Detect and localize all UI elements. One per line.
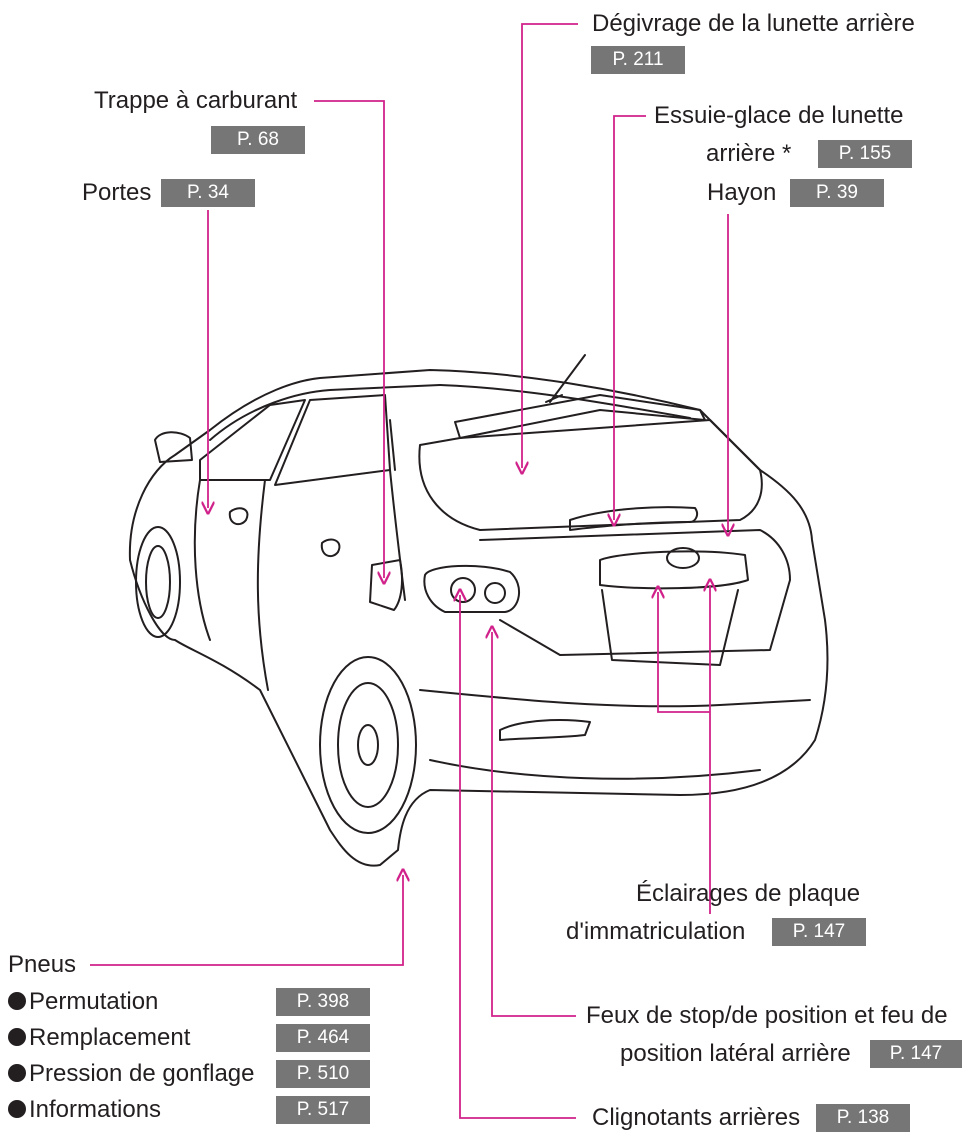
tires-item-page[interactable]: P. 464 <box>276 1024 370 1052</box>
leader-tires <box>90 875 403 966</box>
plate-lights-label-1: Éclairages de plaque <box>636 880 861 907</box>
leader-stop-tail-lights <box>492 632 576 1017</box>
rear-defogger-page[interactable]: P. 211 <box>591 46 685 74</box>
bullet-icon <box>8 1064 26 1082</box>
plate-lights-label-2: d'immatriculation <box>566 918 746 945</box>
fuel-door-label: Trappe à carburant <box>94 87 298 114</box>
rear-wiper-label-2: arrière * <box>706 140 792 167</box>
back-door-page[interactable]: P. 39 <box>790 179 884 207</box>
tires-item-label: Remplacement <box>8 1024 190 1052</box>
leader-rear-wiper <box>614 115 646 520</box>
fuel-door-page[interactable]: P. 68 <box>211 126 305 154</box>
doors-page[interactable]: P. 34 <box>161 179 255 207</box>
plate-lights-page[interactable]: P. 147 <box>772 918 866 946</box>
tires-item-page[interactable]: P. 510 <box>276 1060 370 1088</box>
tires-title: Pneus <box>8 951 77 978</box>
bullet-icon <box>8 1100 26 1118</box>
leader-fuel-door <box>314 100 384 578</box>
turn-signals-label: Clignotants arrières <box>592 1104 801 1131</box>
rear-defogger-label: Dégivrage de la lunette arrière <box>592 10 915 37</box>
bullet-icon <box>8 992 26 1010</box>
leader-rear-defogger <box>522 23 578 468</box>
tires-item-label: Pression de gonflage <box>8 1060 255 1088</box>
rear-wiper-page[interactable]: P. 155 <box>818 140 912 168</box>
bullet-icon <box>8 1028 26 1046</box>
stop-tail-lights-page[interactable]: P. 147 <box>870 1040 962 1068</box>
tires-item-label: Permutation <box>8 988 158 1016</box>
leader-turn-signals <box>460 595 576 1119</box>
stop-tail-lights-label-2: position latéral arrière <box>620 1040 851 1067</box>
back-door-label: Hayon <box>707 179 777 206</box>
rear-wiper-label-1: Essuie-glace de lunette <box>654 102 904 129</box>
tires-item-page[interactable]: P. 517 <box>276 1096 370 1124</box>
turn-signals-page[interactable]: P. 138 <box>816 1104 910 1132</box>
stop-tail-lights-label-1: Feux de stop/de position et feu de <box>586 1002 948 1029</box>
tires-item-label: Informations <box>8 1096 161 1124</box>
asterisk-icon: * <box>782 140 792 167</box>
tires-item-page[interactable]: P. 398 <box>276 988 370 1016</box>
doors-label: Portes <box>82 179 152 206</box>
